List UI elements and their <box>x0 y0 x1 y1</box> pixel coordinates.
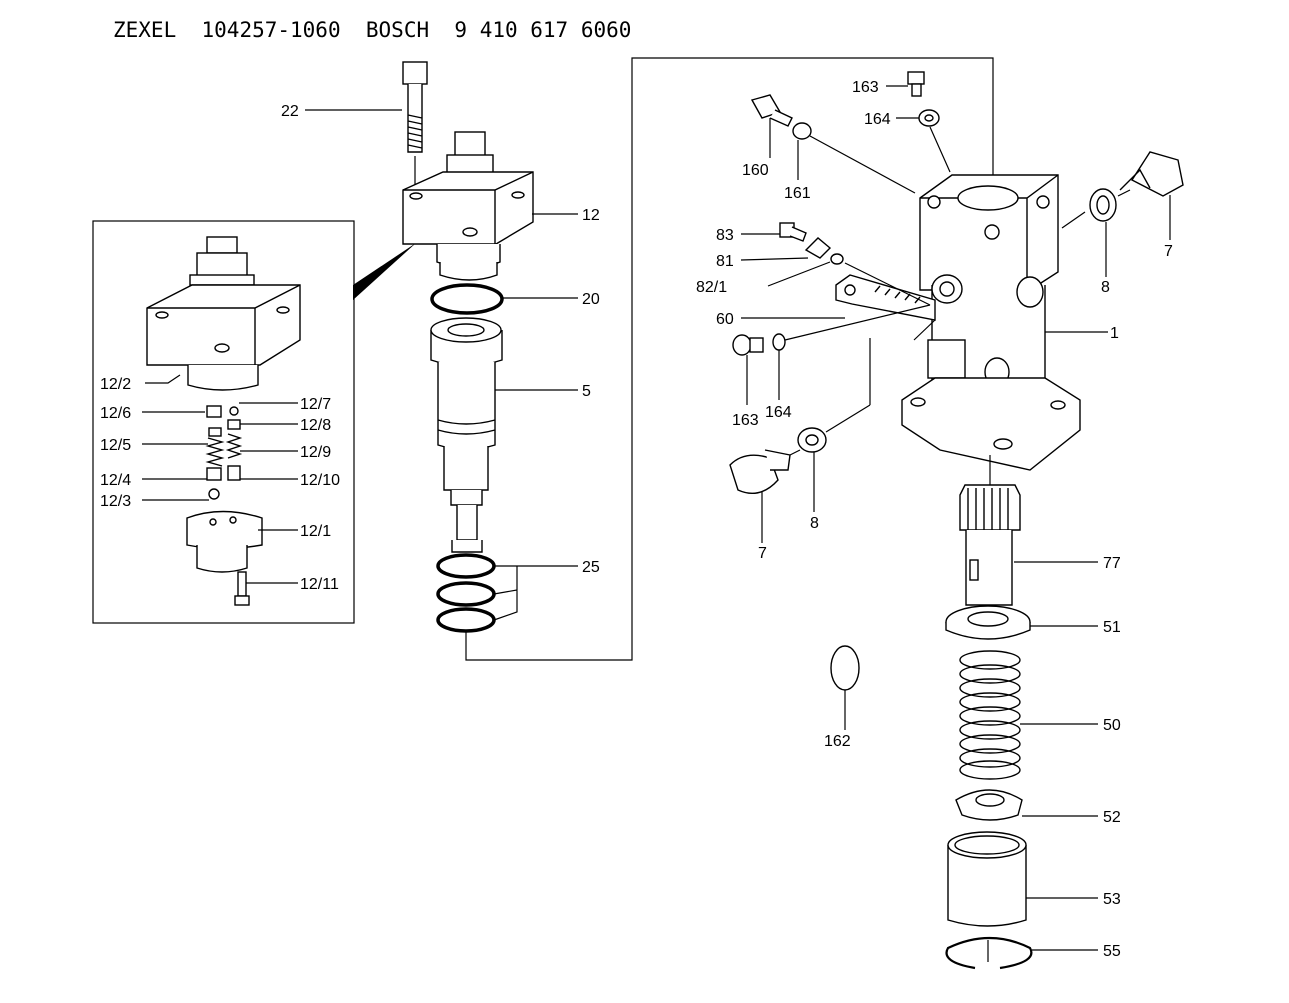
label-77: 77 <box>1103 555 1121 572</box>
label-12-1: 12/1 <box>300 523 331 540</box>
label-20: 20 <box>582 291 600 308</box>
label-55: 55 <box>1103 943 1121 960</box>
screw-83 <box>779 222 807 242</box>
o-rings-25 <box>436 553 496 633</box>
label-160: 160 <box>742 162 769 179</box>
label-12-6: 12/6 <box>100 405 131 422</box>
valve-holder-12 <box>402 131 534 281</box>
plug-163-side <box>732 334 764 356</box>
label-164-top: 164 <box>864 111 891 128</box>
part-162 <box>830 645 860 691</box>
lever-60 <box>835 274 936 341</box>
spring-seat-51 <box>945 605 1031 640</box>
o-ring-20 <box>430 283 504 315</box>
label-12-11: 12/11 <box>300 576 339 593</box>
circlip-55 <box>945 936 1033 970</box>
label-81: 81 <box>716 253 734 270</box>
screw-160 <box>750 94 793 127</box>
plug-7-right <box>1119 151 1184 197</box>
label-25: 25 <box>582 559 600 576</box>
control-sleeve-77 <box>959 484 1021 606</box>
label-12-4: 12/4 <box>100 472 131 489</box>
label-12-2: 12/2 <box>100 376 131 393</box>
washer-164-side <box>772 333 786 351</box>
spring-seat-52 <box>955 789 1023 821</box>
washer-82-1 <box>830 253 844 265</box>
part-number-b: 9 410 617 6060 <box>454 18 632 42</box>
label-162: 162 <box>824 733 851 750</box>
label-50: 50 <box>1103 717 1121 734</box>
diagram-header: ZEXEL 104257-1060 BOSCH 9 410 617 6060 <box>113 18 631 42</box>
label-53: 53 <box>1103 891 1121 908</box>
label-164-side: 164 <box>765 404 792 421</box>
screw-22 <box>402 61 428 153</box>
label-161: 161 <box>784 185 811 202</box>
label-22: 22 <box>281 103 299 120</box>
label-12-9: 12/9 <box>300 444 331 461</box>
plug-163-top <box>907 71 925 97</box>
label-82-1: 82/1 <box>696 279 727 296</box>
label-7-left: 7 <box>758 545 767 562</box>
label-12-10: 12/10 <box>300 472 340 489</box>
washer-161 <box>792 122 812 140</box>
label-12: 12 <box>582 207 600 224</box>
label-51: 51 <box>1103 619 1121 636</box>
inset-frame <box>92 220 355 624</box>
label-52: 52 <box>1103 809 1121 826</box>
label-12-8: 12/8 <box>300 417 331 434</box>
label-60: 60 <box>716 311 734 328</box>
inset-valve-holder-12-2 <box>146 236 301 391</box>
label-12-7: 12/7 <box>300 396 331 413</box>
label-1: 1 <box>1110 325 1119 342</box>
label-8-right: 8 <box>1101 279 1110 296</box>
spring-50 <box>959 650 1021 780</box>
barrel-5 <box>430 317 503 553</box>
label-12-3: 12/3 <box>100 493 131 510</box>
bracket-81 <box>804 237 832 259</box>
inset-pointer <box>353 243 416 300</box>
label-163-side: 163 <box>732 412 759 429</box>
tappet-53 <box>947 831 1027 927</box>
brand-a: ZEXEL <box>113 18 177 42</box>
label-8-left: 8 <box>810 515 819 532</box>
label-7-right: 7 <box>1164 243 1173 260</box>
leader-lines <box>142 85 1171 962</box>
inset-small-parts <box>186 405 263 606</box>
label-83: 83 <box>716 227 734 244</box>
plug-7-left <box>729 449 791 494</box>
assembly-connector-line <box>465 57 994 661</box>
brand-b: BOSCH <box>365 18 430 42</box>
label-12-5: 12/5 <box>100 437 131 454</box>
part-number-a: 104257-1060 <box>201 18 341 42</box>
pump-housing-1 <box>901 174 1081 471</box>
label-5: 5 <box>582 383 591 400</box>
label-163-top: 163 <box>852 79 879 96</box>
